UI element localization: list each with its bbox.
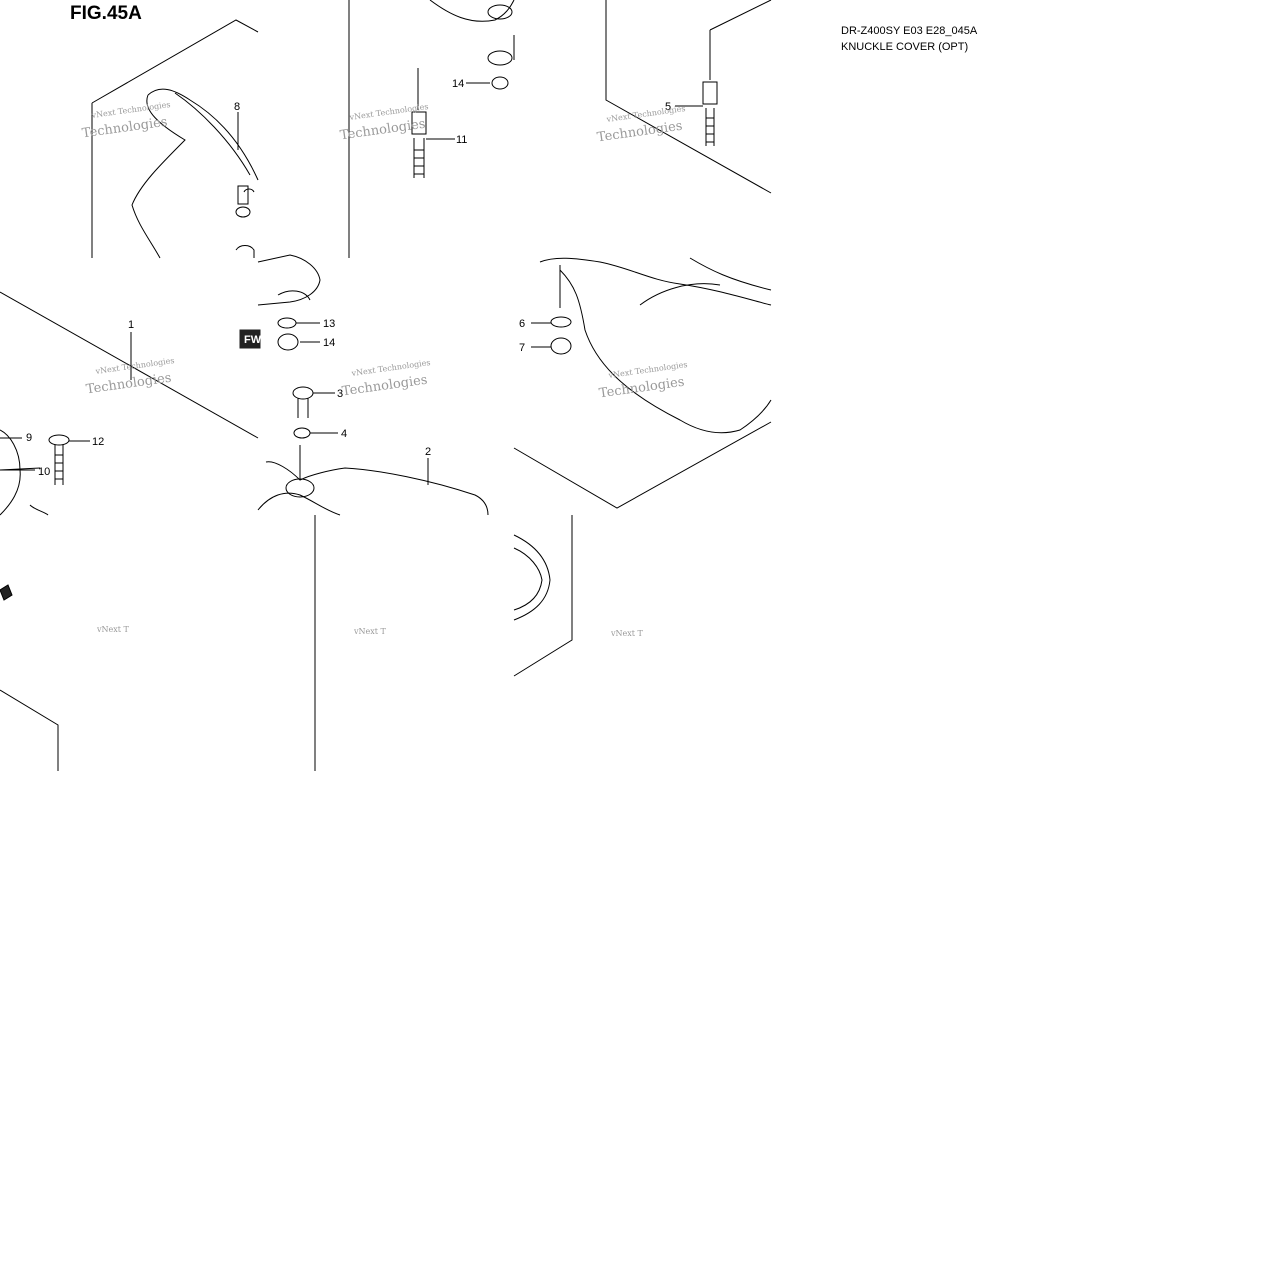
tile-top-right bbox=[605, 0, 772, 194]
callout-labels: 1 2 3 4 5 6 7 8 9 10 11 12 13 14 14 FW bbox=[26, 78, 671, 478]
callout-7: 7 bbox=[519, 342, 525, 354]
tile-bottom-right bbox=[513, 515, 573, 677]
leader-lines bbox=[0, 82, 703, 471]
callout-10: 10 bbox=[38, 466, 50, 478]
fw-arrow-label: FW bbox=[244, 334, 262, 346]
tile-top-left bbox=[91, 19, 259, 259]
tile-bottom-left bbox=[0, 584, 59, 771]
watermark-text-partial: vNext T bbox=[96, 625, 130, 634]
callout-14-center: 14 bbox=[323, 337, 335, 349]
tile-center bbox=[239, 254, 489, 516]
callout-8: 8 bbox=[234, 101, 240, 113]
callout-4: 4 bbox=[341, 428, 347, 440]
callout-5: 5 bbox=[665, 101, 671, 113]
callout-14-top: 14 bbox=[452, 78, 464, 90]
callout-3: 3 bbox=[337, 388, 343, 400]
watermarks: vNext Technologies Technologies vNext Te… bbox=[81, 100, 688, 638]
watermark-text-partial: vNext T bbox=[610, 629, 644, 638]
callout-6: 6 bbox=[519, 318, 525, 330]
callout-13: 13 bbox=[323, 318, 335, 330]
watermark-text-partial: vNext T bbox=[353, 627, 387, 636]
tile-top-middle bbox=[348, 0, 515, 258]
model-code: DR-Z400SY E03 E28_045A bbox=[841, 25, 978, 37]
callout-12: 12 bbox=[92, 436, 104, 448]
tile-middle-right bbox=[513, 257, 772, 509]
section-name: KNUCKLE COVER (OPT) bbox=[841, 41, 969, 53]
figure-title: FIG.45A bbox=[70, 3, 142, 24]
tile-middle-left bbox=[0, 291, 259, 516]
callout-2: 2 bbox=[425, 446, 431, 458]
callout-11: 11 bbox=[456, 134, 467, 146]
callout-9: 9 bbox=[26, 432, 32, 444]
callout-1: 1 bbox=[128, 319, 134, 331]
